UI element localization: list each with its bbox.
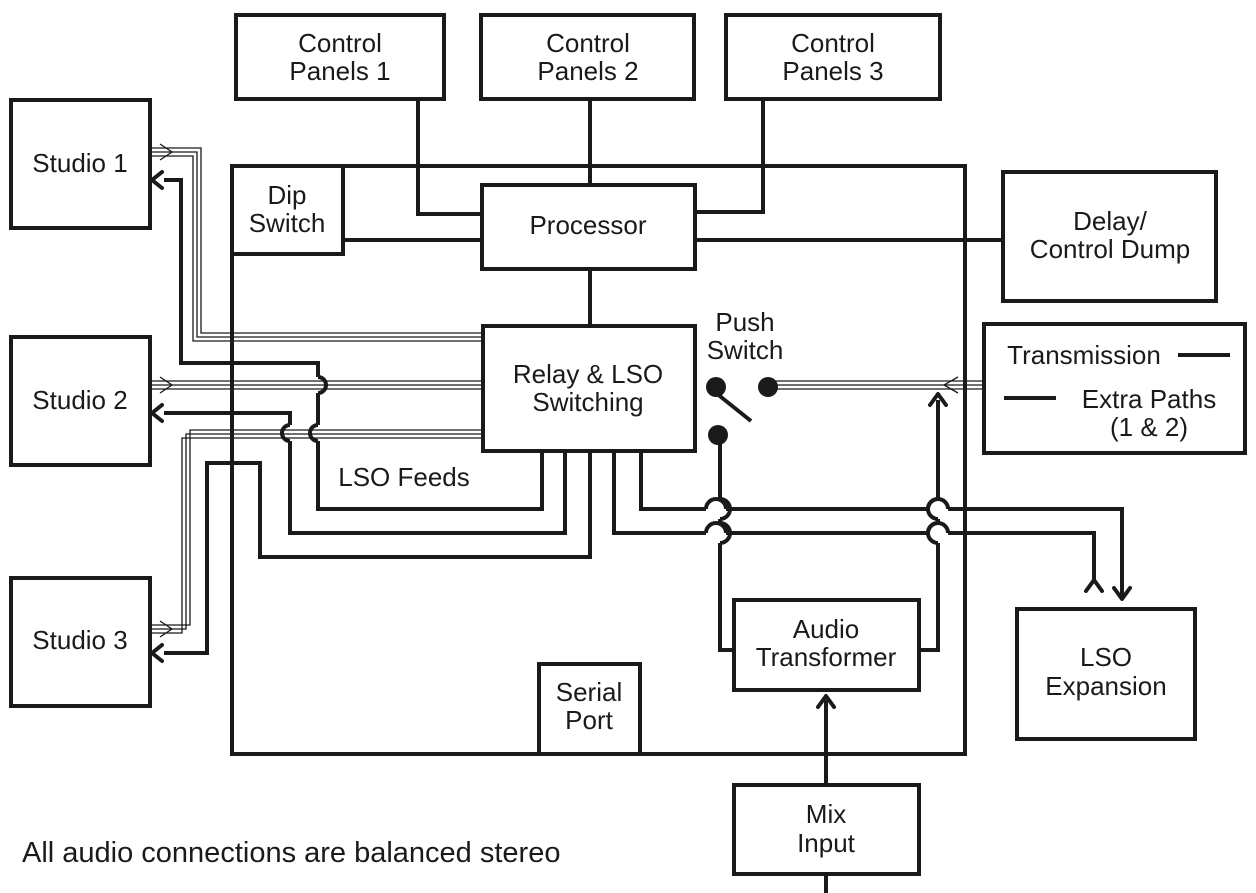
studio-3-box: Studio 3 <box>9 576 152 708</box>
relay-lso-switching-label-line1: Relay & LSO <box>513 359 663 389</box>
control-panels-2-box: Control Panels 2 <box>479 13 696 101</box>
studio-3-label: Studio 3 <box>32 625 127 655</box>
control-panels-3-box: Control Panels 3 <box>724 13 942 101</box>
mix-input-label-line2: Input <box>797 828 856 858</box>
mix-input-box: Mix Input <box>732 783 921 876</box>
extra-paths-legend-label-line2: (1 & 2) <box>1110 412 1188 442</box>
control-panels-2-label-line1: Control <box>546 28 630 58</box>
control-panels-3-label-line2: Panels 3 <box>782 56 883 86</box>
delay-control-dump-label-line2: Control Dump <box>1030 234 1190 264</box>
transmission-legend-label: Transmission <box>1007 340 1161 370</box>
lso-expansion-label-line2: Expansion <box>1045 671 1166 701</box>
delay-control-dump-label-line1: Delay/ <box>1073 206 1147 236</box>
dip-switch-label-line2: Switch <box>249 208 326 238</box>
transmission-paths <box>150 143 984 638</box>
delay-control-dump-box: Delay/ Control Dump <box>1001 170 1218 303</box>
line-crossovers <box>280 375 950 545</box>
push-switch-contact-right <box>758 377 778 397</box>
push-switch-contact-bottom <box>708 425 728 445</box>
control-panels-1-label-line2: Panels 1 <box>289 56 390 86</box>
relay-lso-switching-label-line2: Switching <box>532 387 643 417</box>
mix-input-label-line1: Mix <box>806 799 846 829</box>
wiring <box>164 99 1124 893</box>
push-switch-label-line2: Switch <box>707 335 784 365</box>
serial-port-label-line2: Port <box>565 705 613 735</box>
dip-switch-box: Dip Switch <box>230 164 345 256</box>
audio-transformer-label-line2: Transformer <box>756 642 897 672</box>
serial-port-label-line1: Serial <box>556 677 622 707</box>
dip-switch-label-line1: Dip <box>267 180 306 210</box>
extra-paths-legend-label-line1: Extra Paths <box>1082 384 1216 414</box>
studio-2-label: Studio 2 <box>32 385 127 415</box>
processor-label: Processor <box>529 210 646 240</box>
relay-lso-switching-box: Relay & LSO Switching <box>481 324 697 453</box>
control-panels-1-box: Control Panels 1 <box>234 13 446 101</box>
lso-expansion-label-line1: LSO <box>1080 642 1132 672</box>
push-switch-contact-left <box>706 377 726 397</box>
control-panels-3-label-line1: Control <box>791 28 875 58</box>
control-panels-2-label-line2: Panels 2 <box>537 56 638 86</box>
audio-transformer-label-line1: Audio <box>793 614 860 644</box>
studio-1-box: Studio 1 <box>9 98 152 230</box>
processor-box: Processor <box>480 183 697 271</box>
transmission-legend-box <box>982 322 1247 455</box>
studio-1-label: Studio 1 <box>32 148 127 178</box>
control-panels-1-label-line1: Control <box>298 28 382 58</box>
studio-2-box: Studio 2 <box>9 335 152 467</box>
footnote: All audio connections are balanced stere… <box>22 837 560 869</box>
audio-transformer-box: Audio Transformer <box>732 598 921 692</box>
lso-feeds-label: LSO Feeds <box>338 462 470 492</box>
lso-expansion-box: LSO Expansion <box>1015 607 1197 741</box>
serial-port-box: Serial Port <box>537 662 642 756</box>
push-switch-label-line1: Push <box>715 307 774 337</box>
